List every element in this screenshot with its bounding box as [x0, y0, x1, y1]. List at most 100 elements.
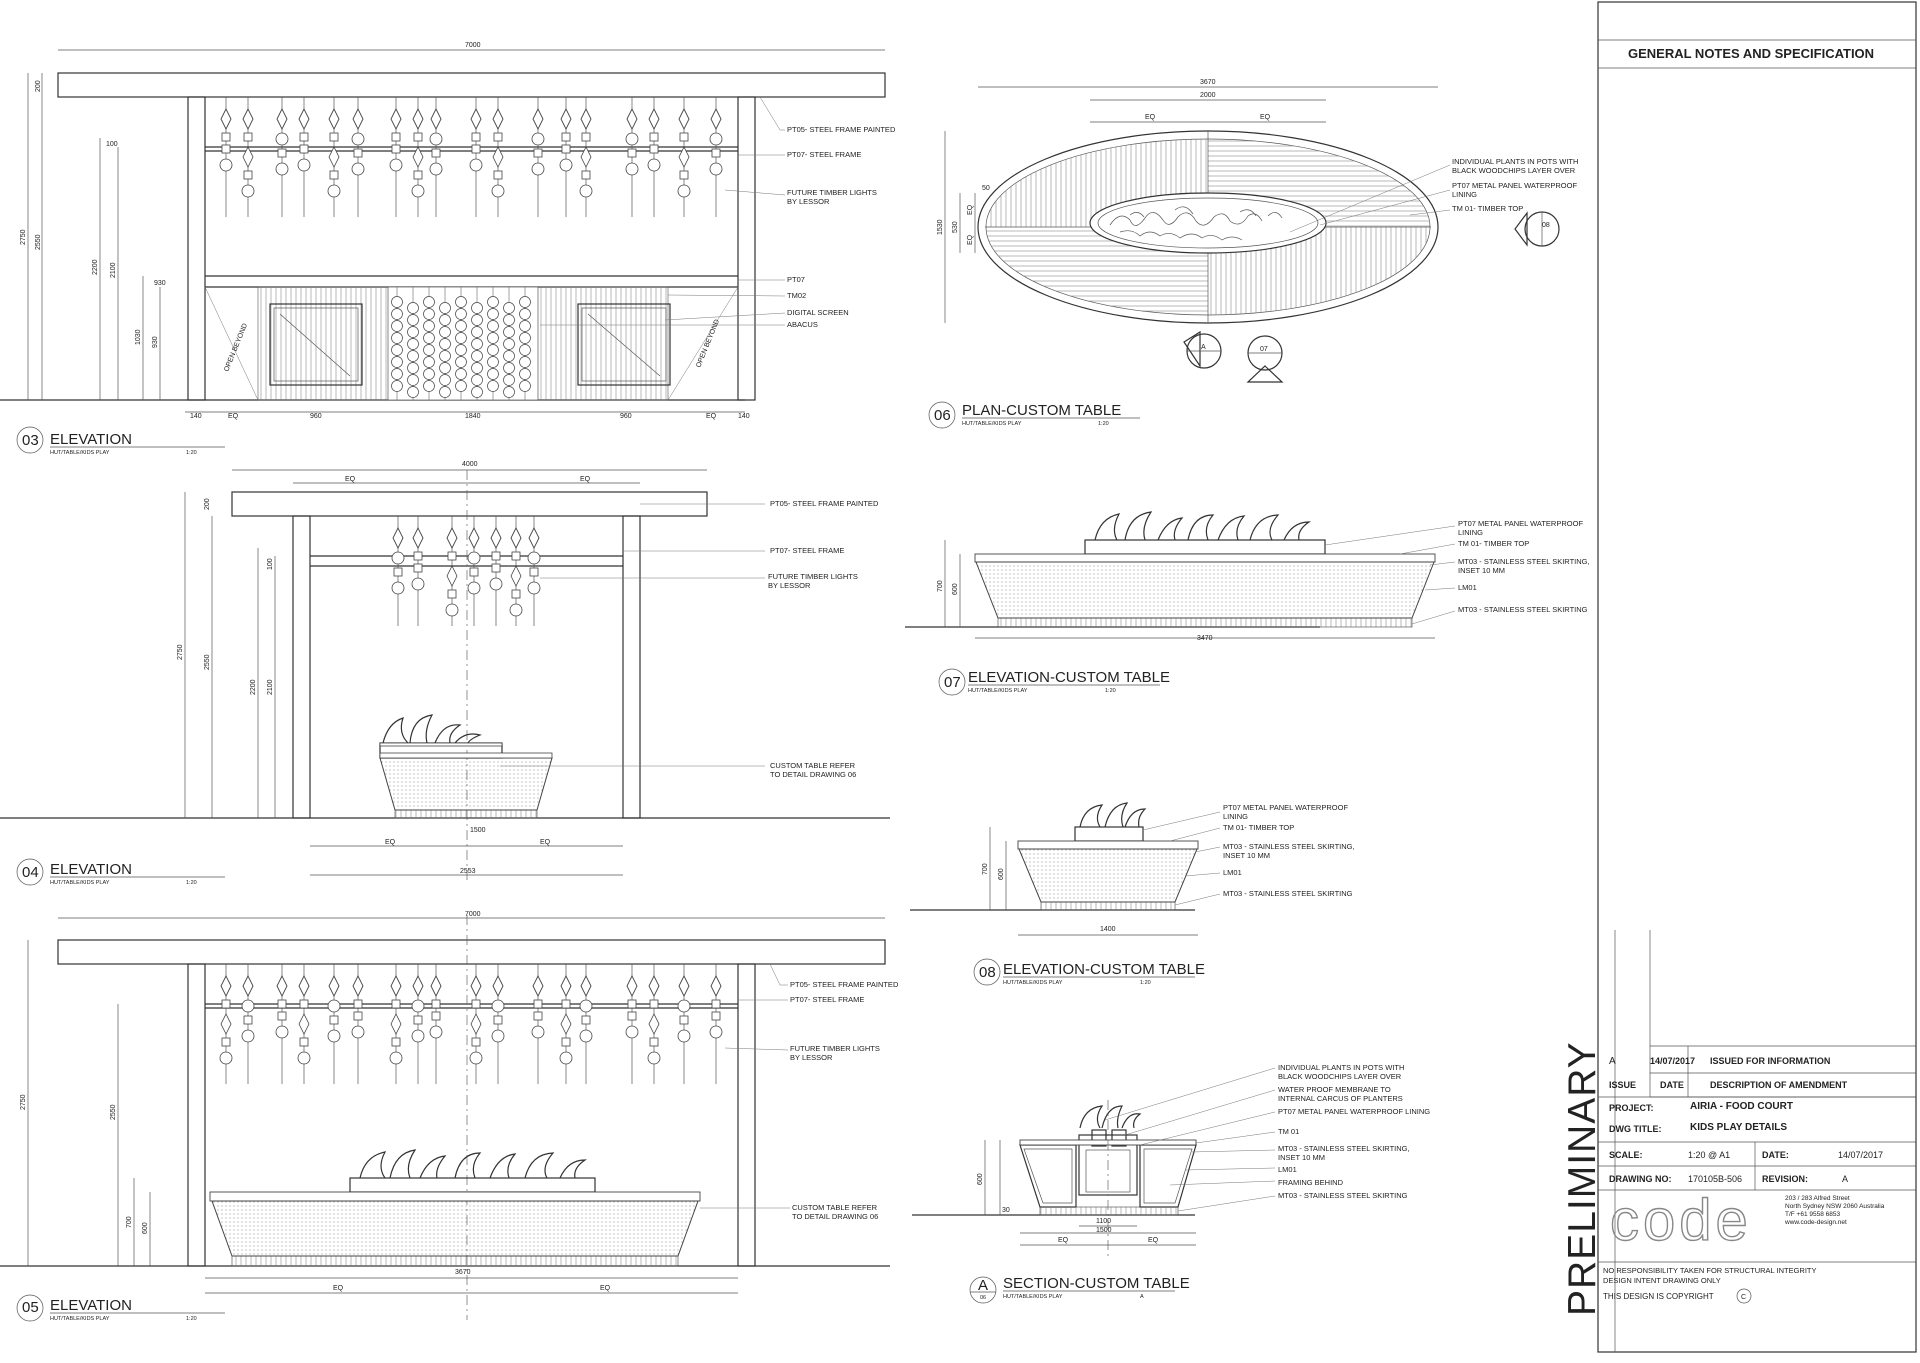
- dim-04-2553: 2553: [460, 868, 476, 875]
- tb-project-label: PROJECT:: [1609, 1103, 1654, 1113]
- view-08-title: ELEVATION-CUSTOM TABLE: [1003, 961, 1205, 978]
- note-a-framing: FRAMING BEHIND: [1278, 1178, 1344, 1187]
- pendant-light: [579, 97, 593, 217]
- tb-issue-desc: ISSUED FOR INFORMATION: [1710, 1056, 1830, 1066]
- view-07-number: 07: [944, 674, 961, 691]
- view-04-elevation: 4000 EQ EQ 1500 EQ EQ 2553 200 2750 2550…: [0, 461, 890, 886]
- view-06-title: PLAN-CUSTOM TABLE: [962, 402, 1121, 419]
- pendant-light: [219, 964, 233, 1084]
- pendant-light: [491, 964, 505, 1084]
- note-08-mt03b: MT03 - STAINLESS STEEL SKIRTING: [1223, 889, 1353, 898]
- note-03-lights: FUTURE TIMBER LIGHTS: [787, 188, 877, 197]
- view-03-elevation: OPEN BEYOND OPEN BEYOND 7000 140 EQ 960 …: [0, 42, 896, 456]
- view-03-number: 03: [22, 432, 39, 449]
- note-03-abacus: ABACUS: [787, 320, 818, 329]
- pendant-light: [579, 964, 593, 1084]
- pendant-light: [429, 97, 443, 217]
- dim-03-960a: 960: [310, 413, 322, 420]
- dim-04-eq-c: EQ: [385, 839, 396, 846]
- pendant-light: [351, 964, 365, 1084]
- tb-dwgtitle-label: DWG TITLE:: [1609, 1124, 1662, 1134]
- pendant-light: [527, 516, 541, 626]
- note-07-tm01: TM 01- TIMBER TOP: [1458, 539, 1529, 548]
- pendant-light: [297, 97, 311, 217]
- note-06-tm01: TM 01- TIMBER TOP: [1452, 204, 1523, 213]
- dim-05-700: 700: [126, 1216, 133, 1228]
- view-08-elevation: 1400 700 600 PT07 METAL PANEL WATERPROOF…: [910, 802, 1355, 986]
- note-a-membrane: WATER PROOF MEMBRANE TO: [1278, 1085, 1391, 1094]
- note-07-lining: LINING: [1458, 528, 1483, 537]
- note-06-plants: INDIVIDUAL PLANTS IN POTS WITH: [1452, 157, 1578, 166]
- pendant-light: [219, 97, 233, 217]
- pendant-light: [327, 964, 341, 1084]
- dim-04-2750: 2750: [177, 644, 184, 660]
- dim-03-200: 200: [35, 80, 42, 92]
- view-08-number: 08: [979, 964, 996, 981]
- note-a-inset: INSET 10 MM: [1278, 1153, 1325, 1162]
- view-07-title: ELEVATION-CUSTOM TABLE: [968, 669, 1170, 686]
- tb-heading: GENERAL NOTES AND SPECIFICATION: [1628, 46, 1874, 61]
- tb-issue-date: 14/07/2017: [1650, 1056, 1695, 1066]
- view-06-scale: 1:20: [1098, 421, 1109, 427]
- dim-03-eq-a: EQ: [228, 413, 239, 420]
- tb-address-2: North Sydney NSW 2060 Australia: [1785, 1203, 1885, 1210]
- pendant-light: [297, 964, 311, 1084]
- dim-06-eq-b: EQ: [1260, 114, 1271, 121]
- pendant-light: [445, 516, 459, 626]
- view-04-sub: HUT/TABLE/KIDS PLAY: [50, 880, 110, 886]
- note-04-pt07: PT07- STEEL FRAME: [770, 546, 844, 555]
- note-07-lm01: LM01: [1458, 583, 1477, 592]
- pendant-light: [275, 97, 289, 217]
- pendant-light: [469, 964, 483, 1084]
- view-04-number: 04: [22, 864, 39, 881]
- dim-06-2000: 2000: [1200, 92, 1216, 99]
- note-04-detail: TO DETAIL DRAWING 06: [770, 770, 856, 779]
- dim-05-3670: 3670: [455, 1269, 471, 1276]
- tb-scale-label: SCALE:: [1609, 1150, 1643, 1160]
- dim-07-700: 700: [937, 580, 944, 592]
- note-a-carcus: INTERNAL CARCUS OF PLANTERS: [1278, 1094, 1403, 1103]
- tb-copyright: THIS DESIGN IS COPYRIGHT: [1603, 1292, 1714, 1301]
- dim-06-eq-a: EQ: [1145, 114, 1156, 121]
- pendant-light: [559, 97, 573, 217]
- dim-05-eq-a: EQ: [333, 1285, 344, 1292]
- dim-04-100: 100: [267, 558, 274, 570]
- marker-08-label: 08: [1542, 222, 1550, 229]
- dim-04-2200: 2200: [250, 679, 257, 695]
- dim-03-2200: 2200: [92, 259, 99, 275]
- tb-address-1: 203 / 283 Alfred Street: [1785, 1195, 1850, 1202]
- pendant-light: [467, 516, 481, 626]
- pendant-light: [327, 97, 341, 217]
- dim-05-600: 600: [142, 1222, 149, 1234]
- pendant-light: [389, 964, 403, 1084]
- marker-07-label: 07: [1260, 346, 1268, 353]
- dim-03-2750: 2750: [20, 229, 27, 245]
- pendant-light: [677, 97, 691, 217]
- dim-04-eq-a: EQ: [345, 476, 356, 483]
- note-03-pt07: PT07: [787, 275, 805, 284]
- note-04-pt05: PT05- STEEL FRAME PAINTED: [770, 499, 879, 508]
- pendant-light: [489, 516, 503, 626]
- tb-date: 14/07/2017: [1838, 1150, 1883, 1160]
- note-a-pt07: PT07 METAL PANEL WATERPROOF LINING: [1278, 1107, 1430, 1116]
- dim-03-1840: 1840: [465, 413, 481, 420]
- note-07-inset: INSET 10 MM: [1458, 566, 1505, 575]
- pendant-light: [709, 964, 723, 1084]
- dim-03-eq-b: EQ: [706, 413, 717, 420]
- view-04-scale: 1:20: [186, 880, 197, 886]
- dim-03-930a: 930: [154, 280, 166, 287]
- pendant-light: [275, 964, 289, 1084]
- marker-a-label: A: [1201, 344, 1206, 351]
- dim-04-4000: 4000: [462, 461, 478, 468]
- note-03-pt05: PT05- STEEL FRAME PAINTED: [787, 125, 896, 134]
- dim-a-600: 600: [977, 1173, 984, 1185]
- tb-scale: 1:20 @ A1: [1688, 1150, 1730, 1160]
- view-a-scale: A: [1140, 1294, 1144, 1300]
- tb-disclaimer-1: NO RESPONSIBILITY TAKEN FOR STRUCTURAL I…: [1603, 1266, 1817, 1275]
- view-a-section: 1100 1500 EQ EQ 600 30 INDIVIDUAL PLANTS…: [912, 1063, 1430, 1304]
- dim-03-100: 100: [106, 141, 118, 148]
- pendant-light: [411, 964, 425, 1084]
- note-08-inset: INSET 10 MM: [1223, 851, 1270, 860]
- dim-06-50: 50: [982, 185, 990, 192]
